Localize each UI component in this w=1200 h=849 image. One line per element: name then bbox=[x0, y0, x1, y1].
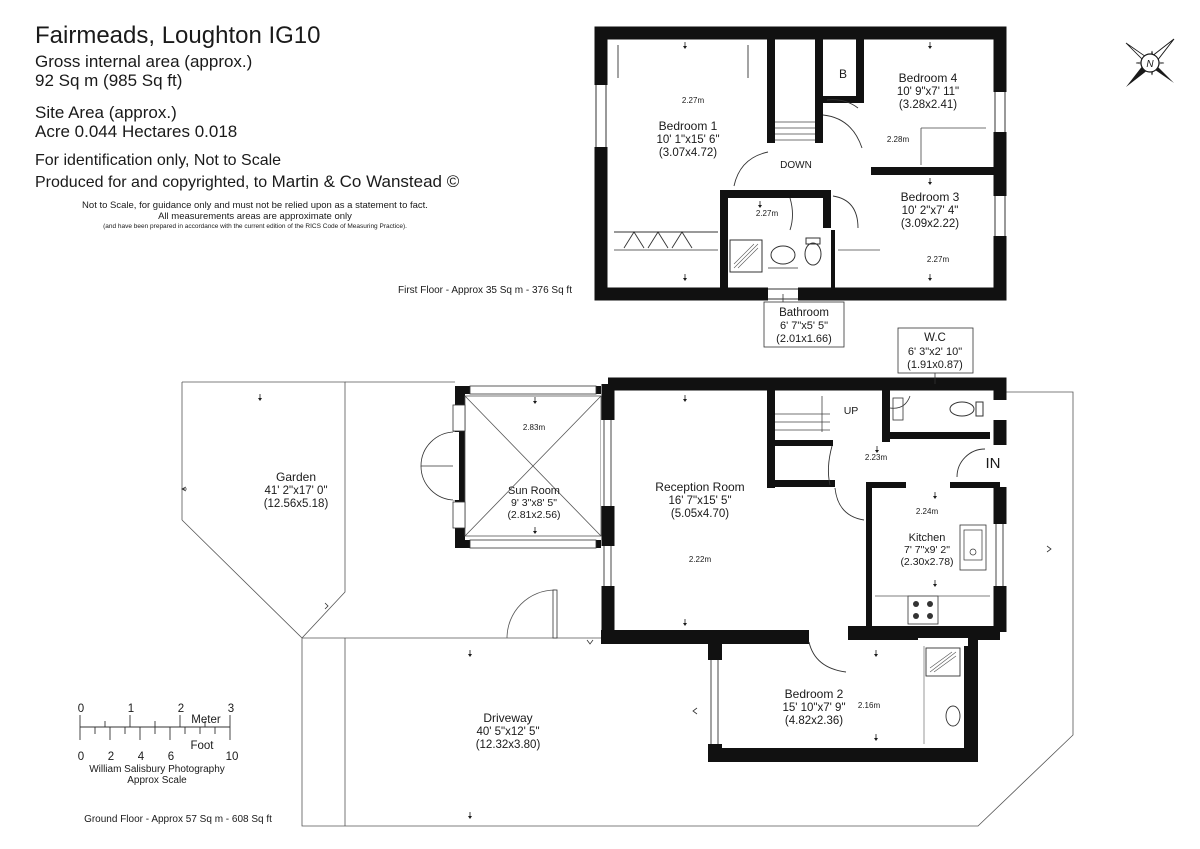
meter-unit: Meter bbox=[191, 714, 221, 726]
entrance-label: IN bbox=[986, 455, 1001, 472]
bedroom1-name: Bedroom 1 bbox=[659, 119, 718, 133]
basin-icon bbox=[768, 245, 798, 269]
bedroom4-name: Bedroom 4 bbox=[899, 71, 958, 85]
scale-credit: William Salisbury Photography bbox=[89, 764, 225, 775]
bedroom1-metric: (3.07x4.72) bbox=[659, 147, 717, 159]
foot-unit: Foot bbox=[190, 740, 214, 752]
copyright-line: Produced for and copyrighted, to Martin … bbox=[35, 172, 459, 192]
kitchen-name: Kitchen bbox=[909, 532, 946, 544]
foot-tick-10: 10 bbox=[226, 751, 239, 763]
wc-metric: (1.91x0.87) bbox=[907, 359, 963, 371]
wc-callout: W.C 6' 3"x2' 10" (1.91x0.87) bbox=[897, 327, 974, 384]
bedroom3-metric: (3.09x2.22) bbox=[901, 218, 959, 230]
ground-floor-caption: Ground Floor - Approx 57 Sq m - 608 Sq f… bbox=[84, 814, 272, 825]
foot-tick-0: 0 bbox=[78, 751, 84, 763]
reception-name: Reception Room bbox=[655, 480, 744, 494]
site-area-label: Site Area (approx.) bbox=[35, 103, 177, 122]
bedroom2-name: Bedroom 2 bbox=[785, 687, 844, 701]
bedroom3-imperial: 10' 2"x7' 4" bbox=[902, 205, 959, 217]
sun-room-metric: (2.81x2.56) bbox=[507, 509, 560, 521]
cupboard-label: B bbox=[839, 67, 847, 81]
garden-metric: (12.56x5.18) bbox=[264, 498, 329, 510]
wc-toilet-icon bbox=[949, 401, 984, 417]
compass-letter: N bbox=[1146, 59, 1154, 70]
foot-tick-2: 2 bbox=[108, 751, 114, 763]
disclaimer-line-2: All measurements areas are approximate o… bbox=[158, 211, 352, 222]
meter-tick-3: 3 bbox=[228, 703, 234, 715]
driveway-metric: (12.32x3.80) bbox=[476, 739, 541, 751]
compass-icon: N bbox=[1125, 38, 1175, 87]
copyright-brand: Martin & Co Wanstead © bbox=[271, 172, 460, 191]
meter-tick-0: 0 bbox=[78, 703, 84, 715]
sun-room-name: Sun Room bbox=[508, 485, 560, 497]
gross-area-value: 92 Sq m (985 Sq ft) bbox=[35, 71, 183, 90]
first-floor-plan: 2.27m Bedroom 1 10' 1"x15' 6" (3.07x4.72… bbox=[398, 26, 1007, 348]
foot-tick-4: 4 bbox=[138, 751, 145, 763]
disclaimer-line-1: Not to Scale, for guidance only and must… bbox=[82, 200, 428, 211]
meter-tick-2: 2 bbox=[178, 703, 184, 715]
reception-metric: (5.05x4.70) bbox=[671, 508, 729, 520]
stairs-down-label: DOWN bbox=[780, 160, 812, 171]
site-area-value: Acre 0.044 Hectares 0.018 bbox=[35, 122, 238, 141]
foot-tick-6: 6 bbox=[168, 751, 174, 763]
copyright-prefix: Produced for and copyrighted, to bbox=[35, 174, 268, 191]
bathroom-imperial: 6' 7"x5' 5" bbox=[780, 320, 828, 332]
garden-name: Garden bbox=[276, 470, 316, 484]
bedroom1-height: 2.27m bbox=[682, 96, 705, 105]
bedroom3-name: Bedroom 3 bbox=[901, 190, 960, 204]
first-floor-caption: First Floor - Approx 35 Sq m - 376 Sq ft bbox=[398, 285, 572, 296]
driveway-imperial: 40' 5"x12' 5" bbox=[476, 726, 539, 738]
hob-icon bbox=[907, 595, 939, 625]
disclaimer-line-3: (and have been prepared in accordance wi… bbox=[103, 223, 407, 230]
toilet-icon bbox=[804, 237, 822, 266]
bedroom2-imperial: 15' 10"x7' 9" bbox=[782, 702, 845, 714]
bedroom2-height: 2.16m bbox=[858, 701, 881, 710]
identification-note: For identification only, Not to Scale bbox=[35, 152, 282, 169]
reception-height: 2.22m bbox=[689, 555, 712, 564]
gross-area-label: Gross internal area (approx.) bbox=[35, 52, 253, 71]
bedroom3-height: 2.27m bbox=[927, 255, 950, 264]
kitchen-imperial: 7' 7"x9' 2" bbox=[904, 544, 950, 556]
hall-height: 2.23m bbox=[865, 453, 888, 462]
bedroom2-metric: (4.82x2.36) bbox=[785, 715, 843, 727]
plan-title: Fairmeads, Loughton IG10 bbox=[35, 22, 321, 49]
bathroom-callout: Bathroom 6' 7"x5' 5" (2.01x1.66) bbox=[763, 294, 845, 348]
garden-imperial: 41' 2"x17' 0" bbox=[264, 485, 327, 497]
reception-imperial: 16' 7"x15' 5" bbox=[668, 495, 731, 507]
stairs-up-label: UP bbox=[844, 405, 859, 417]
bedroom1-imperial: 10' 1"x15' 6" bbox=[656, 134, 719, 146]
driveway-name: Driveway bbox=[483, 711, 532, 725]
meter-tick-1: 1 bbox=[128, 703, 134, 715]
ground-floor-plan: Garden 41' 2"x17' 0" (12.56x5.18) 2.83m … bbox=[84, 327, 1074, 827]
bedroom4-metric: (3.28x2.41) bbox=[899, 99, 957, 111]
bathroom-height: 2.27m bbox=[756, 209, 779, 218]
disclaimer: Not to Scale, for guidance only and must… bbox=[40, 200, 470, 232]
sun-room-imperial: 9' 3"x8' 5" bbox=[511, 497, 557, 509]
bathroom-metric: (2.01x1.66) bbox=[776, 333, 832, 345]
bedroom2-shower-icon bbox=[925, 647, 961, 677]
bathroom-name: Bathroom bbox=[779, 307, 829, 319]
scale-approx: Approx Scale bbox=[127, 775, 187, 786]
wc-name: W.C bbox=[924, 332, 946, 344]
sun-room-height: 2.83m bbox=[523, 423, 546, 432]
kitchen-metric: (2.30x2.78) bbox=[900, 556, 953, 568]
kitchen-height: 2.24m bbox=[916, 507, 939, 516]
shower-tray-icon bbox=[729, 239, 763, 273]
wc-imperial: 6' 3"x2' 10" bbox=[908, 346, 962, 358]
bedroom4-imperial: 10' 9"x7' 11" bbox=[897, 86, 959, 98]
scale-bar: 0 1 2 3 Meter Foot 0 2 4 6 10 William Sa… bbox=[78, 703, 239, 786]
bedroom4-height: 2.28m bbox=[887, 135, 910, 144]
